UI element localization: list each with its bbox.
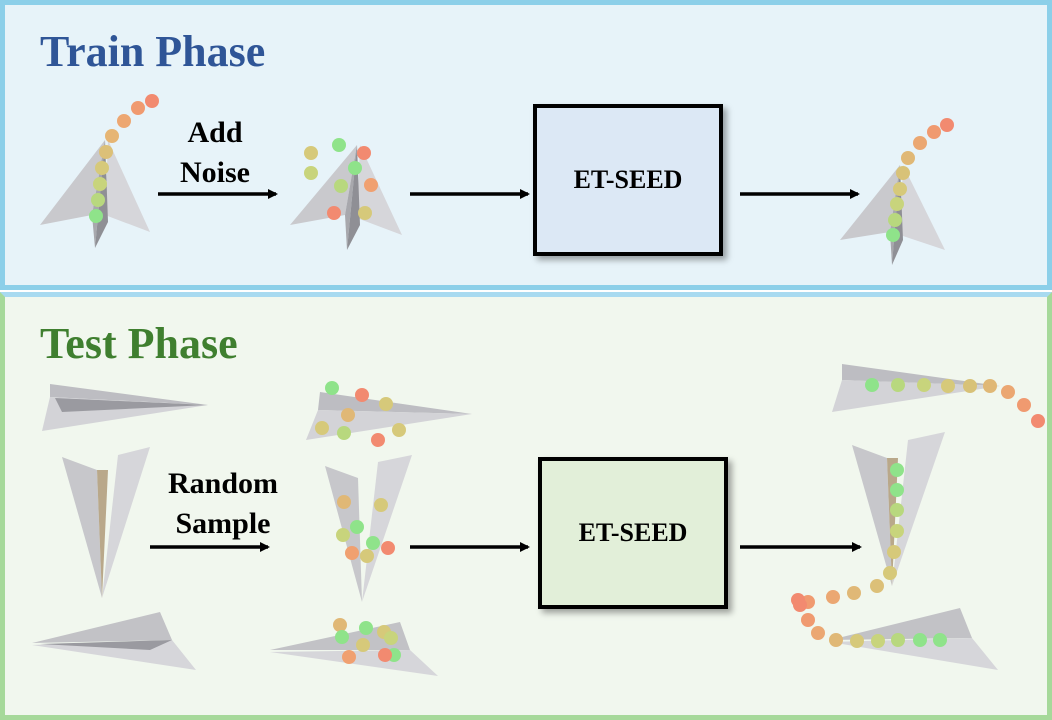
trajectory-point-icon [337,426,351,440]
trajectory-point-icon [335,630,349,644]
paper-airplane-icon [270,622,438,676]
train-phase-panel [0,0,1052,290]
trajectory-point-icon [392,423,406,437]
arrows [150,189,862,552]
trajectory-point-icon [358,206,372,220]
trajectory-point-icon [333,618,347,632]
trajectory-point-icon [359,621,373,635]
test-phase-title: Test Phase [40,319,238,368]
trajectory-point-icon [145,94,159,108]
trajectory-point-icon [131,101,145,115]
paper-airplane-icon [290,145,402,250]
trajectory-point-icon [913,633,927,647]
trajectory-point-icon [891,378,905,392]
trajectory-point-icon [364,178,378,192]
paper-airplane-icon [32,612,196,670]
trajectory-point-icon [890,503,904,517]
trajectory-point-icon [342,650,356,664]
trajectory-point-icon [850,634,864,648]
trajectory-point-icon [870,579,884,593]
trajectory-point-icon [896,166,910,180]
trajectory-point-icon [327,206,341,220]
trajectory-point-icon [871,634,885,648]
trajectory-point-icon [793,598,807,612]
trajectory-point-icon [117,114,131,128]
trajectory-point-icon [811,626,825,640]
trajectory-point-icon [105,129,119,143]
trajectory-point-icon [95,161,109,175]
trajectory-point-icon [891,633,905,647]
trajectory-point-icon [865,378,879,392]
trajectory-point-icon [901,151,915,165]
trajectory-point-icon [890,524,904,538]
trajectory-point-icon [341,408,355,422]
trajectory-point-icon [332,138,346,152]
trajectory-point-icon [374,498,388,512]
trajectory-point-icon [348,161,362,175]
paper-airplane-icon [830,608,998,670]
trajectory-point-icon [1031,414,1045,428]
trajectory-point-icon [883,566,897,580]
trajectory-point-icon [913,136,927,150]
trajectory-point-icon [304,166,318,180]
trajectory-points [89,94,1045,664]
trajectory-point-icon [887,545,901,559]
test-model-box: ET-SEED [538,457,728,609]
train-model-box: ET-SEED [533,104,723,256]
trajectory-point-icon [345,546,359,560]
trajectory-point-icon [350,520,364,534]
trajectory-point-icon [893,182,907,196]
trajectory-point-icon [933,633,947,647]
trajectory-point-icon [337,495,351,509]
trajectory-point-icon [847,586,861,600]
paper-airplane-icon [325,455,412,602]
trajectory-point-icon [357,146,371,160]
trajectory-point-icon [890,463,904,477]
trajectory-point-icon [91,193,105,207]
trajectory-point-icon [360,549,374,563]
trajectory-point-icon [384,631,398,645]
trajectory-point-icon [381,541,395,555]
trajectory-point-icon [890,197,904,211]
trajectory-point-icon [1017,398,1031,412]
trajectory-point-icon [886,228,900,242]
trajectory-point-icon [315,421,329,435]
trajectory-point-icon [378,648,392,662]
trajectory-point-icon [355,388,369,402]
trajectory-point-icon [927,125,941,139]
trajectory-point-icon [983,379,997,393]
trajectory-point-icon [99,145,113,159]
trajectory-point-icon [826,590,840,604]
train-phase-title: Train Phase [40,27,266,76]
trajectory-point-icon [304,146,318,160]
trajectory-point-icon [1001,385,1015,399]
trajectory-point-icon [890,483,904,497]
trajectory-point-icon [93,177,107,191]
test-model-label: ET-SEED [578,518,688,547]
trajectory-point-icon [379,397,393,411]
train-model-label: ET-SEED [573,165,683,194]
trajectory-point-icon [801,613,815,627]
trajectory-point-icon [371,433,385,447]
trajectory-point-icon [829,633,843,647]
trajectory-point-icon [941,379,955,393]
trajectory-point-icon [888,213,902,227]
trajectory-point-icon [940,118,954,132]
trajectory-point-icon [334,179,348,193]
trajectory-point-icon [89,209,103,223]
add-noise-label: Add Noise [180,116,250,189]
paper-airplane-icon [42,384,208,431]
random-sample-label: Random Sample [167,467,279,540]
trajectory-point-icon [917,378,931,392]
paper-airplane-icon [62,447,150,598]
trajectory-point-icon [963,379,977,393]
trajectory-point-icon [356,638,370,652]
trajectory-point-icon [325,381,339,395]
trajectory-point-icon [336,528,350,542]
trajectory-point-icon [366,536,380,550]
